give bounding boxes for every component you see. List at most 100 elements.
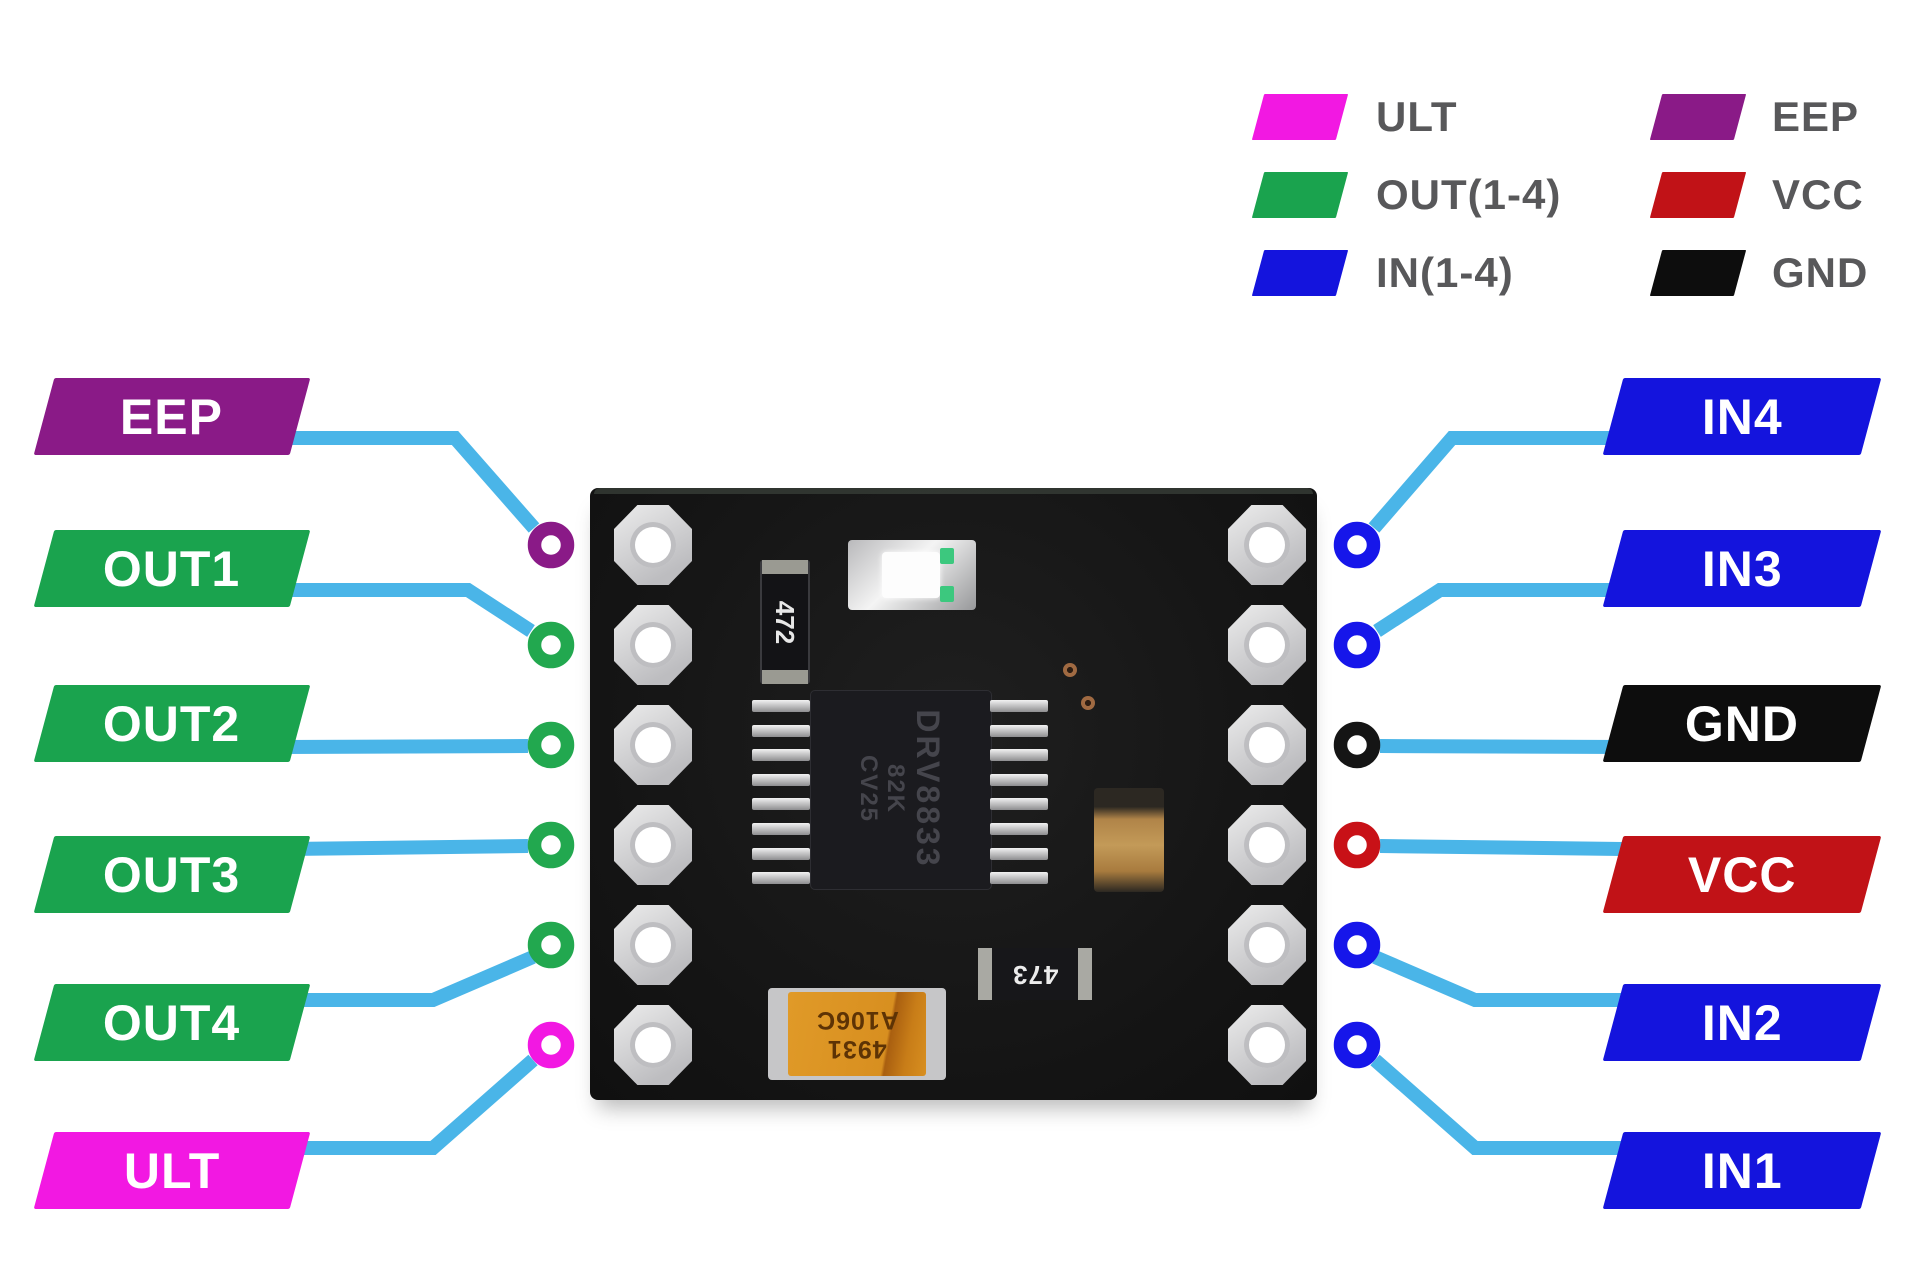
- legend-swatch-vcc: [1649, 172, 1747, 218]
- through-hole-pad: [1228, 505, 1306, 585]
- wire-in1: [1370, 1054, 1625, 1155]
- legend-swatch-ult: [1251, 94, 1349, 140]
- pcb-via: [1081, 696, 1095, 710]
- legend-label: OUT(1-4): [1376, 171, 1562, 218]
- through-hole-pad: [614, 505, 692, 585]
- pad-hole: [630, 722, 676, 768]
- wire-in3: [1373, 583, 1625, 637]
- capacitor-marking-line: 4931: [827, 1034, 887, 1063]
- pin-ring-in1: [1333, 1021, 1381, 1069]
- through-hole-pad: [1228, 1005, 1306, 1085]
- led-die: [882, 552, 940, 598]
- pin-label-text: IN3: [1701, 540, 1783, 597]
- legend-label: GND: [1772, 249, 1869, 296]
- pin-label-text: OUT2: [103, 695, 241, 752]
- pin-label-vcc: VCC: [1602, 836, 1882, 913]
- ic-marking-line: 82K: [882, 763, 910, 815]
- ic-pin: [990, 798, 1048, 811]
- pin-label-text: IN1: [1701, 1142, 1783, 1199]
- pin-label-text: OUT3: [103, 846, 241, 903]
- smd-capacitor-top-right: [1096, 540, 1164, 648]
- pin-label-out3: OUT3: [33, 836, 311, 913]
- pin-label-in2: IN2: [1602, 984, 1882, 1061]
- pin-ring-vcc: [1333, 821, 1381, 869]
- pin-label-text: GND: [1684, 695, 1800, 752]
- wire-out3: [287, 839, 529, 856]
- pin-label-text: IN4: [1701, 388, 1783, 445]
- ic-pin: [752, 724, 810, 737]
- resistor-top-marking: 472: [770, 600, 801, 644]
- ic-pin: [752, 847, 810, 860]
- pin-ring-gnd: [1333, 721, 1381, 769]
- pad-hole: [1244, 1022, 1290, 1068]
- pin-label-in3: IN3: [1602, 530, 1882, 607]
- wire-out4: [282, 950, 536, 1007]
- through-hole-pad: [1228, 905, 1306, 985]
- led-green-mark: [940, 586, 954, 602]
- pad-hole: [630, 922, 676, 968]
- legend-swatch-in14: [1251, 250, 1349, 296]
- ic-pin: [752, 823, 810, 835]
- wire-out1: [282, 583, 535, 637]
- ic-marking: DRV8833 82K CV25: [854, 709, 946, 868]
- legend-label: IN(1-4): [1376, 249, 1514, 296]
- through-hole-pad: [614, 1005, 692, 1085]
- pin-label-out2: OUT2: [33, 685, 311, 762]
- smd-resistor-top: 472: [760, 560, 810, 684]
- wire-ult: [278, 1054, 538, 1155]
- through-hole-pad: [1228, 805, 1306, 885]
- led-component: [848, 540, 976, 610]
- pin-label-text: ULT: [123, 1142, 221, 1199]
- wire-eep: [282, 431, 540, 533]
- resistor-bottom-marking: 473: [1011, 959, 1059, 990]
- pad-hole: [1244, 922, 1290, 968]
- legend-swatch-gnd: [1649, 250, 1747, 296]
- pin-ring-eep: [527, 521, 575, 569]
- wire-vcc: [1379, 839, 1623, 856]
- pin-ring-out1: [527, 621, 575, 669]
- pin-label-text: OUT4: [103, 994, 241, 1051]
- ic-pin: [752, 749, 810, 762]
- ic-pin: [990, 847, 1048, 860]
- ic-pin: [990, 773, 1048, 786]
- led-green-mark: [940, 548, 954, 564]
- ic-pin: [752, 872, 810, 885]
- pad-hole: [630, 1022, 676, 1068]
- tantalum-capacitor: A106C 4931: [788, 992, 926, 1076]
- ic-pin: [990, 724, 1048, 737]
- pin-ring-in2: [1333, 921, 1381, 969]
- pad-hole: [630, 622, 676, 668]
- pin-label-text: VCC: [1687, 846, 1797, 903]
- pin-label-in1: IN1: [1602, 1132, 1882, 1209]
- pin-ring-in3: [1333, 621, 1381, 669]
- through-hole-pad: [614, 805, 692, 885]
- through-hole-pad: [1228, 705, 1306, 785]
- legend-label: EEP: [1772, 93, 1860, 140]
- pin-label-text: IN2: [1701, 994, 1783, 1051]
- pad-hole: [1244, 622, 1290, 668]
- through-hole-pad: [614, 605, 692, 685]
- drv8833-ic: [810, 690, 992, 890]
- pad-hole: [1244, 522, 1290, 568]
- capacitor-marking-line: A106C: [815, 1006, 899, 1034]
- pin-label-in4: IN4: [1602, 378, 1882, 455]
- ic-marking-line: DRV8833: [909, 709, 946, 869]
- pin-label-eep: EEP: [33, 378, 311, 455]
- pin-label-text: EEP: [120, 388, 224, 445]
- legend-swatch-eep: [1649, 94, 1747, 140]
- through-hole-pad: [614, 705, 692, 785]
- pin-ring-out4: [527, 921, 575, 969]
- wire-in2: [1372, 950, 1628, 1007]
- legend-label: ULT: [1376, 93, 1458, 140]
- legend-swatch-out14: [1251, 172, 1349, 218]
- pad-hole: [630, 522, 676, 568]
- ic-pin: [752, 700, 810, 712]
- pad-hole: [1244, 822, 1290, 868]
- ic-pin: [752, 773, 810, 786]
- ic-pin: [990, 749, 1048, 762]
- ic-marking-line: CV25: [854, 754, 882, 824]
- wire-out2: [281, 739, 529, 754]
- pcb-board: 472 DRV8833 82K CV25 473 A106C 4931: [590, 488, 1317, 1100]
- pin-ring-out2: [527, 721, 575, 769]
